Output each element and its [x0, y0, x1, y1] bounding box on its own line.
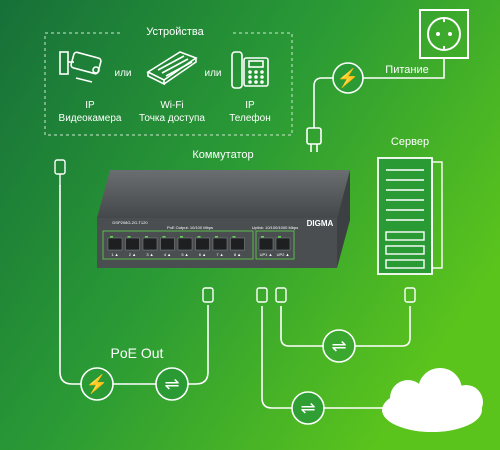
power-line — [313, 58, 445, 128]
port-label-2: 2 ▲ — [129, 252, 136, 257]
phone-label-line2: Телефон — [229, 113, 271, 124]
lan-label: LAN — [418, 401, 446, 417]
switch-port-labels: 1 ▲ 2 ▲ 3 ▲ 4 ▲ 5 ▲ 6 ▲ 7 ▲ 8 ▲ UP1 ▲ UP2 ▲ — [111, 252, 289, 257]
wifi-label-line2: Точка доступа — [139, 113, 205, 124]
or-separator-1: или — [114, 68, 132, 79]
cable-poe-in — [59, 185, 209, 385]
switch-port-8 — [230, 237, 245, 251]
devices-title: Устройства — [146, 26, 204, 38]
port-label-7: 7 ▲ — [216, 252, 223, 257]
port-label-5: 5 ▲ — [181, 252, 188, 257]
switch-port-6 — [195, 237, 210, 251]
power-lightning-icon: ⚡ — [336, 67, 360, 88]
port-led-10 — [278, 236, 281, 238]
phone-label-line1: IP — [245, 100, 255, 111]
port-label-3: 3 ▲ — [146, 252, 153, 257]
port-led-1 — [110, 236, 113, 238]
server-icon — [377, 157, 443, 275]
poe-lightning-icon: ⚡ — [85, 373, 109, 394]
server-label: Сервер — [390, 136, 430, 148]
port-label-10: UP2 ▲ — [277, 252, 290, 257]
power-plug-icon — [306, 127, 322, 152]
lan-exchange-icon: ⇌ — [300, 397, 316, 418]
switch-port-5 — [177, 237, 193, 251]
server-exchange-icon: ⇌ — [331, 335, 347, 356]
server-exchange-circle — [322, 329, 356, 363]
switch-port-3 — [142, 237, 158, 251]
port-led-4 — [162, 236, 166, 238]
port-led-2 — [127, 236, 131, 238]
cable-lan — [261, 306, 390, 409]
lan-exchange-circle — [291, 391, 325, 425]
port-label-8: 8 ▲ — [234, 252, 241, 257]
ip-camera-icon — [59, 51, 102, 83]
switch-uplink-note: Uplink: 10/100/1000 Mbps — [251, 225, 299, 230]
switch-port-1 — [107, 237, 123, 251]
switch-port-9 — [258, 237, 274, 251]
port-label-1: 1 ▲ — [111, 252, 118, 257]
poe-out-label: PoE Out — [110, 345, 164, 361]
switch-label: Коммутатор — [192, 149, 254, 161]
port-led-6 — [197, 236, 201, 238]
switch-model: DSP208G-2G-T120 — [112, 220, 148, 225]
ip-phone-icon — [231, 51, 269, 89]
port-led-9 — [261, 236, 264, 238]
devices-frame — [44, 32, 293, 136]
switch-port-2 — [125, 237, 140, 251]
port-led-8 — [232, 236, 236, 238]
port-led-7 — [215, 236, 218, 238]
switch-poe-note: PoE Output: 10/100 Mbps — [166, 225, 214, 230]
poe-exchange-icon: ⇌ — [164, 373, 180, 394]
poe-lightning-circle — [80, 367, 114, 401]
port-label-4: 4 ▲ — [164, 252, 171, 257]
lan-cloud-icon — [382, 368, 483, 432]
power-label: Питание — [385, 64, 429, 76]
wifi-access-point-icon — [146, 51, 198, 86]
port-label-9: UP1 ▲ — [260, 252, 273, 257]
power-lightning-circle — [332, 62, 364, 94]
switch-brand: DIGMA — [306, 219, 334, 228]
poe-exchange-circle — [155, 367, 189, 401]
switch-port-4 — [160, 237, 175, 251]
wifi-label-line1: Wi-Fi — [160, 100, 184, 111]
port-led-3 — [145, 236, 148, 238]
camera-label-line2: Видеокамера — [58, 113, 122, 124]
port-label-6: 6 ▲ — [199, 252, 206, 257]
or-separator-2: или — [204, 68, 222, 79]
port-led-5 — [180, 236, 183, 238]
rj45-plug-icon — [54, 159, 416, 303]
switch-port-10 — [275, 237, 291, 251]
switch-port-7 — [212, 237, 228, 251]
camera-label-line1: IP — [85, 100, 95, 111]
switch-ports — [107, 236, 291, 251]
